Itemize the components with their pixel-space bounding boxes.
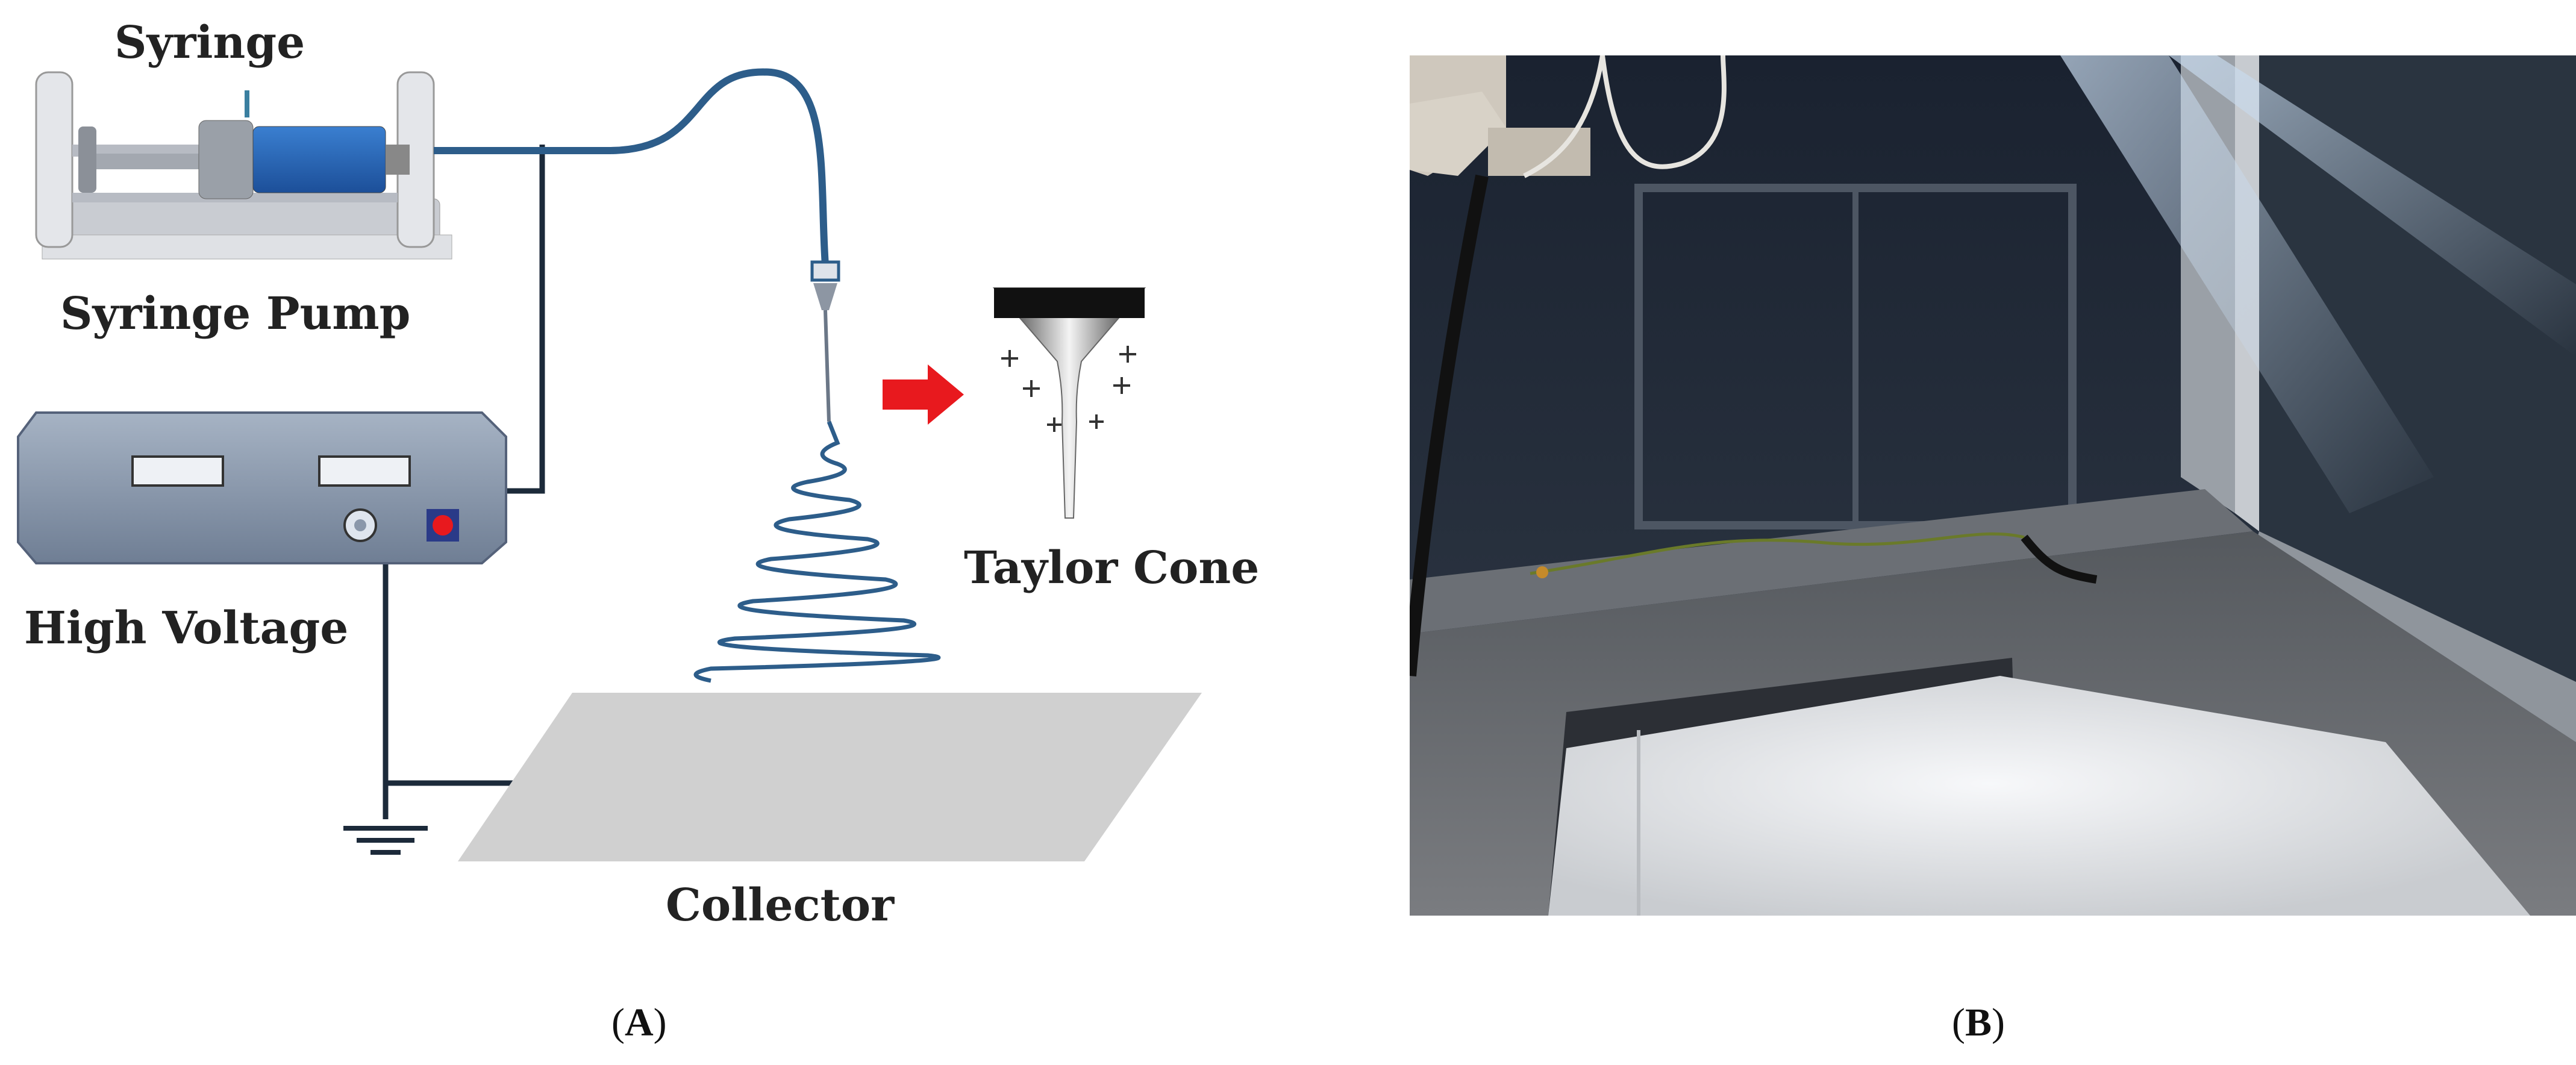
- spinneret-needle: [810, 260, 840, 422]
- fiber-jet-spiral: [693, 420, 941, 683]
- apparatus-photo: [1410, 55, 2576, 916]
- arrow-icon: [883, 364, 964, 425]
- collector-plate: [458, 693, 1202, 861]
- panel-b-caption: (B): [1952, 1001, 2005, 1045]
- taylor-cone-illustration: [992, 287, 1146, 519]
- panel-a-caption: (A): [611, 1001, 667, 1045]
- feed-tube: [434, 68, 829, 266]
- ground-icon: [343, 826, 428, 855]
- high-voltage-box: [17, 411, 507, 564]
- syringe-pump-label: Syringe Pump: [60, 288, 411, 340]
- syringe-label: Syringe: [114, 17, 305, 69]
- circuit-wires: [383, 145, 545, 819]
- high-voltage-label: High Voltage: [24, 602, 349, 654]
- collector-label: Collector: [666, 879, 895, 931]
- taylor-cone-label: Taylor Cone: [964, 542, 1260, 594]
- syringe-pump: [35, 71, 452, 260]
- panel-a-letter: A: [624, 1001, 654, 1045]
- panel-b-letter: B: [1965, 1001, 1992, 1045]
- electrospinning-schematic: [17, 68, 1202, 861]
